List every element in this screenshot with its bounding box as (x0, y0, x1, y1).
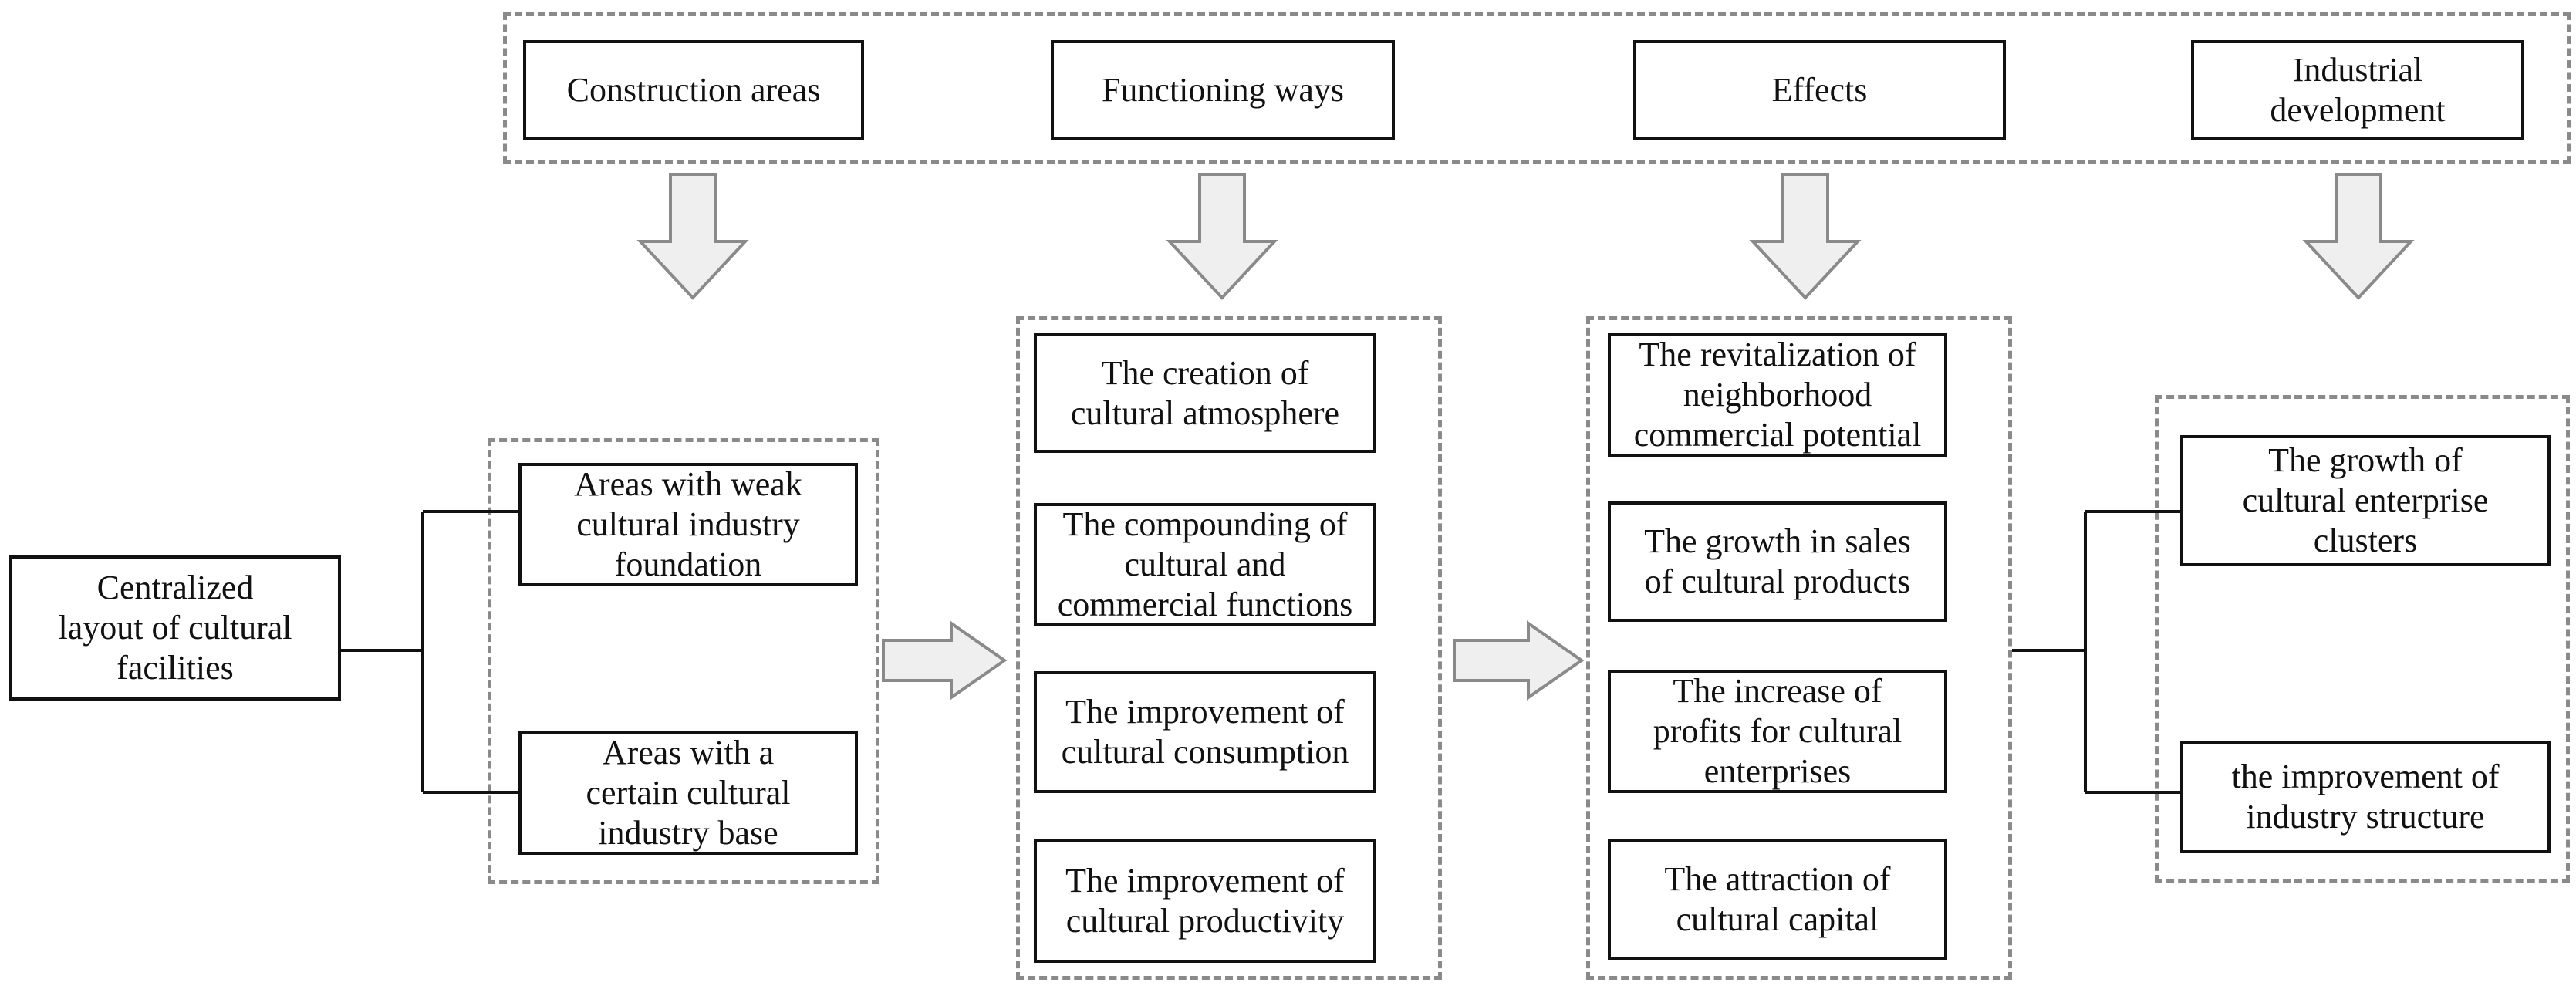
industrial-development-item: the improvement of industry structure (2180, 741, 2551, 853)
construction-areas-group (488, 438, 879, 884)
down-arrow-icon (1166, 173, 1278, 300)
functioning-way-item: The improvement of cultural consumption (1034, 671, 1376, 793)
effects-to-industry-connector (2012, 510, 2180, 794)
industrial-development-group (2155, 395, 2570, 883)
header-construction-areas: Construction areas (523, 40, 864, 140)
down-arrow-icon (1749, 173, 1862, 300)
effect-item: The revitalization of neighborhood comme… (1608, 333, 1947, 457)
functioning-way-item: The improvement of cultural productivity (1034, 839, 1376, 963)
functioning-way-item: The creation of cultural atmosphere (1034, 333, 1376, 453)
effect-item: The increase of profits for cultural ent… (1608, 670, 1947, 793)
effects-group (1586, 316, 2012, 980)
header-industrial-development: Industrial development (2191, 40, 2524, 140)
header-group (503, 12, 2571, 164)
root-node: Centralized layout of cultural facilitie… (9, 555, 341, 701)
header-functioning-ways: Functioning ways (1051, 40, 1395, 140)
down-arrow-icon (2302, 173, 2415, 300)
construction-area-item: Areas with a certain cultural industry b… (518, 731, 858, 855)
root-connector (339, 510, 518, 794)
effect-item: The growth in sales of cultural products (1608, 501, 1947, 622)
header-effects: Effects (1633, 40, 2006, 140)
industrial-development-item: The growth of cultural enterprise cluste… (2180, 435, 2551, 566)
functioning-way-item: The compounding of cultural and commerci… (1034, 503, 1376, 626)
right-arrow-icon (882, 620, 1008, 701)
functioning-ways-group (1016, 316, 1442, 980)
effect-item: The attraction of cultural capital (1608, 839, 1947, 960)
down-arrow-icon (636, 173, 749, 300)
right-arrow-icon (1453, 620, 1585, 701)
construction-area-item: Areas with weak cultural industry founda… (518, 463, 858, 586)
